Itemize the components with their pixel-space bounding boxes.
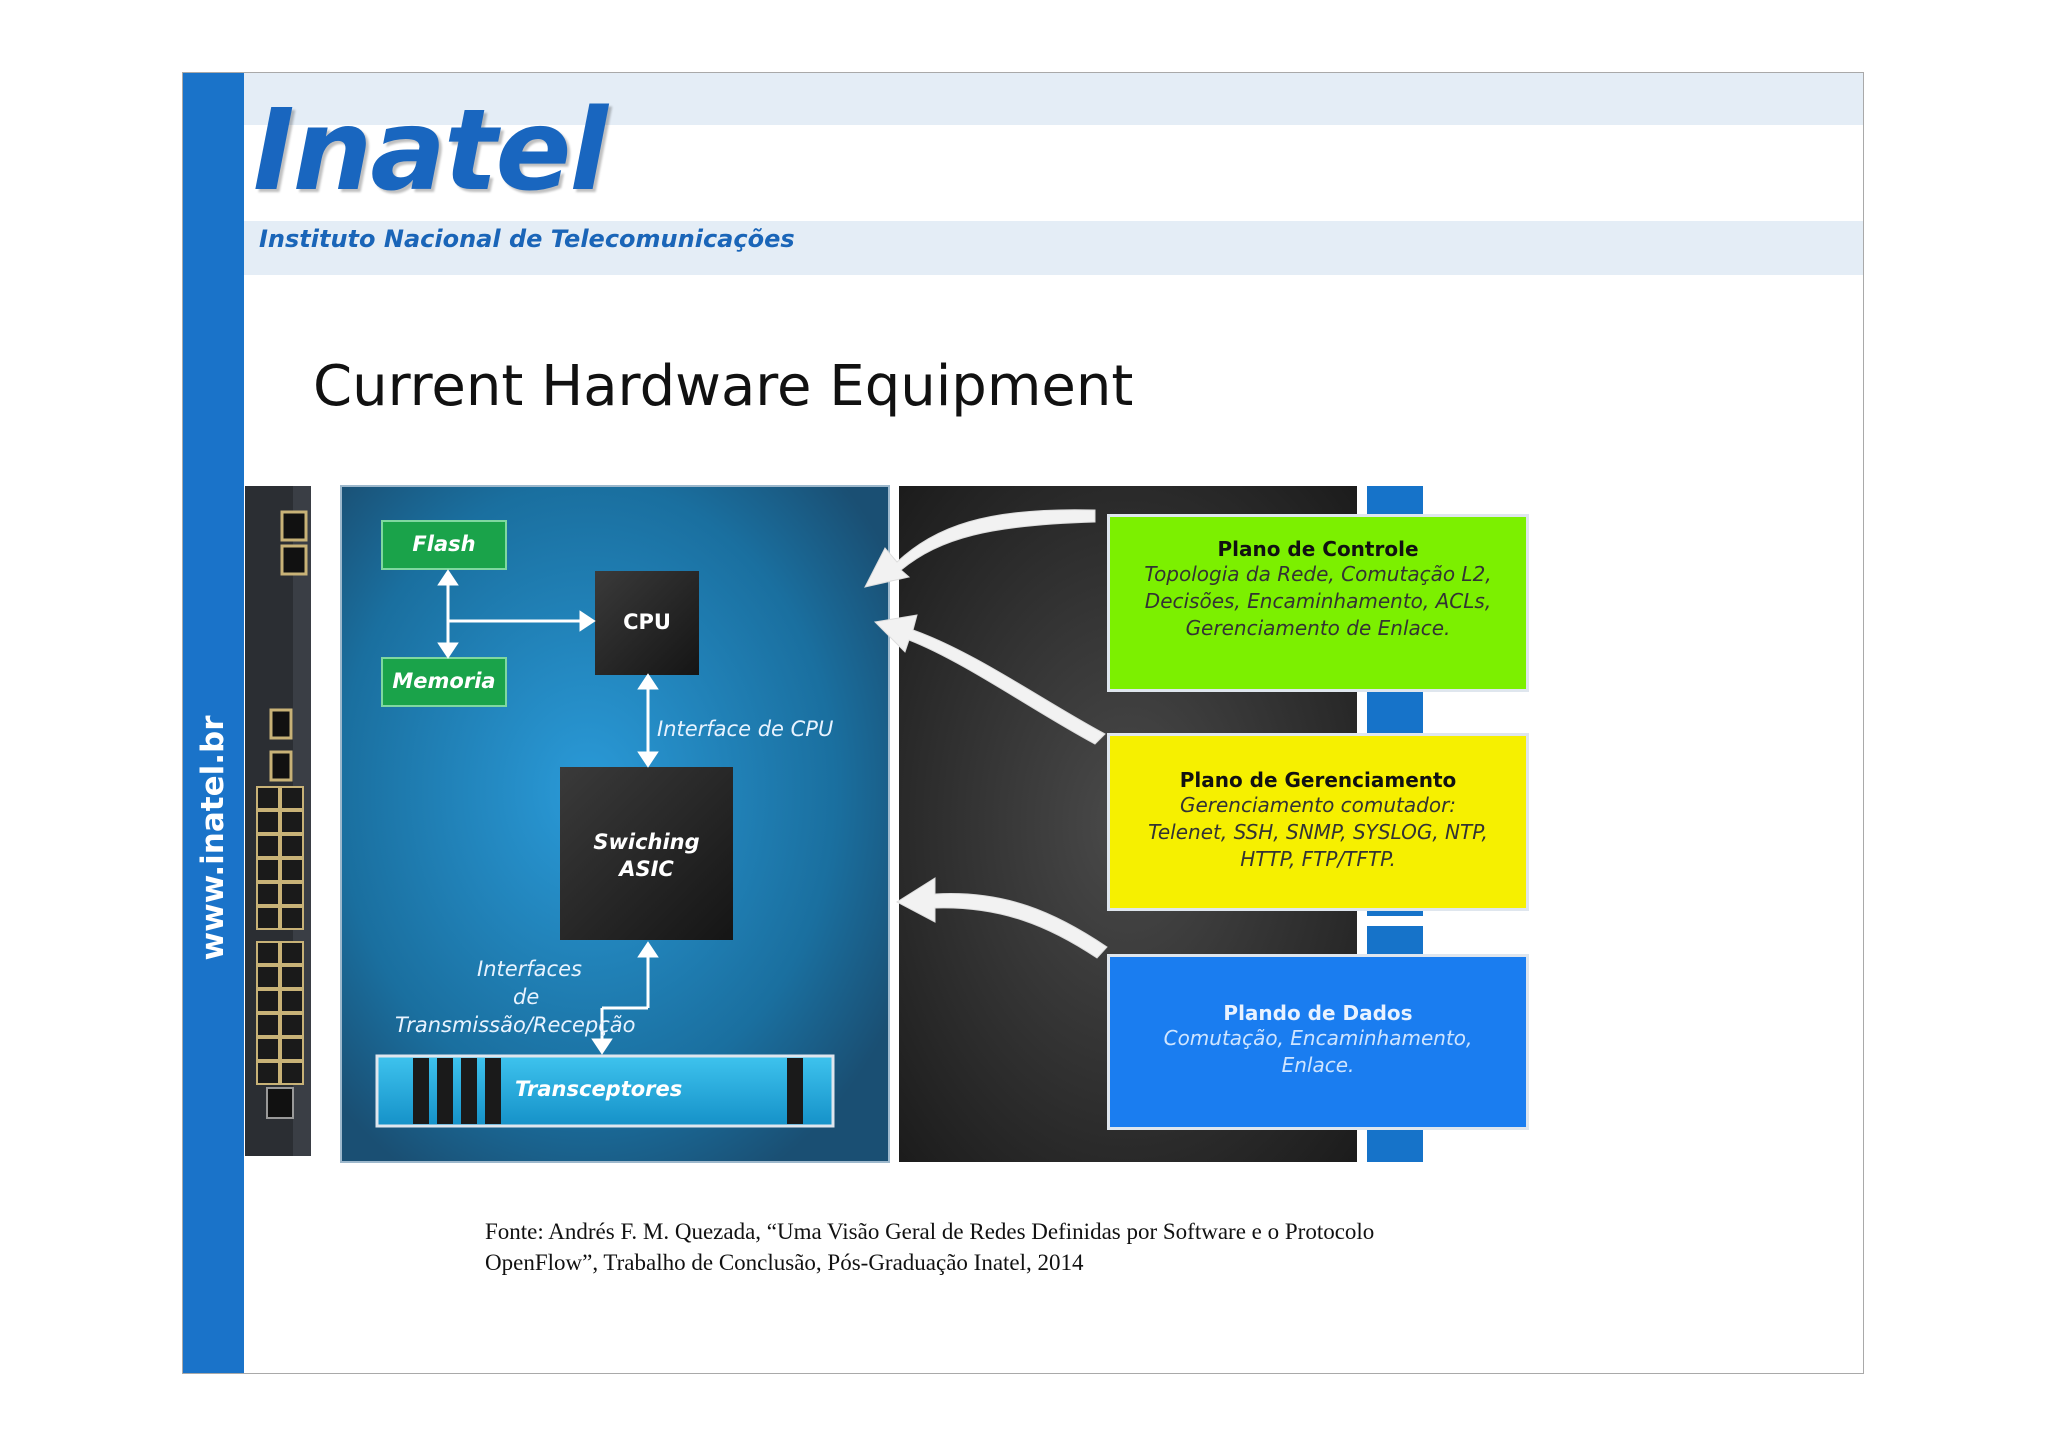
cpu-interface-label: Interface de CPU — [657, 717, 834, 741]
tx-interfaces-line3: Transmissão/Recepção — [395, 1013, 636, 1037]
memoria-label: Memoria — [392, 669, 496, 693]
control-plane: Plano de Controle Topologia da Rede, Com… — [1107, 514, 1529, 692]
slide-title: Current Hardware Equipment — [313, 354, 1134, 419]
header-band-top — [183, 73, 1863, 125]
asic-label-line2: ASIC — [619, 857, 674, 881]
data-plane-body: Comutação, Encaminhamento, Enlace. — [1163, 1026, 1473, 1077]
tx-interfaces-line1: Interfaces — [477, 957, 582, 981]
management-plane: Plano de Gerenciamento Gerenciamento com… — [1107, 733, 1529, 911]
tx-interfaces-line2: de — [513, 985, 540, 1009]
transceptores-label: Transceptores — [515, 1077, 683, 1101]
flash-box — [381, 520, 507, 570]
sidebar-url: www.inatel.br — [195, 715, 231, 961]
asic-tab-label: ASIC — [1573, 1019, 1595, 1069]
bus-arrows — [437, 569, 659, 1055]
asic-tab: ASIC — [1556, 926, 1612, 1162]
caption-line-2: OpenFlow”, Trabalho de Conclusão, Pós-Gr… — [485, 1250, 1084, 1276]
asic-label-line1: Swiching — [593, 830, 700, 854]
inatel-logo: Inatel — [253, 86, 608, 216]
switch-chassis-image — [245, 486, 311, 1156]
header-band-middle — [183, 221, 1863, 275]
memoria-box — [381, 657, 507, 707]
inatel-logo-subtitle: Instituto Nacional de Telecomunicações — [259, 225, 795, 253]
asic-chip — [560, 767, 733, 940]
management-plane-title: Plano de Gerenciamento — [1179, 768, 1457, 792]
data-plane: Plando de Dados Comutação, Encaminhament… — [1107, 954, 1529, 1130]
control-plane-title: Plano de Controle — [1217, 537, 1419, 561]
software-tab: Software — [1556, 486, 1612, 916]
flash-label: Flash — [412, 532, 476, 556]
management-plane-body: Gerenciamento comutador: Telenet, SSH, S… — [1148, 793, 1488, 871]
software-tab-label: Software — [1573, 652, 1595, 750]
control-plane-body: Topologia da Rede, Comutação L2, Decisõe… — [1144, 562, 1492, 640]
cpu-label: CPU — [623, 610, 671, 634]
sidebar-band: www.inatel.br — [183, 73, 244, 1373]
cpu-chip — [595, 571, 699, 675]
figure-caption: Fonte: Andrés F. M. Quezada, “Uma Visão … — [485, 1216, 1585, 1278]
transceiver-ports — [413, 1058, 803, 1124]
data-plane-title: Plando de Dados — [1223, 1001, 1413, 1025]
caption-line-1: Fonte: Andrés F. M. Quezada, “Uma Visão … — [485, 1219, 1375, 1244]
plane-arrows — [864, 509, 1108, 959]
